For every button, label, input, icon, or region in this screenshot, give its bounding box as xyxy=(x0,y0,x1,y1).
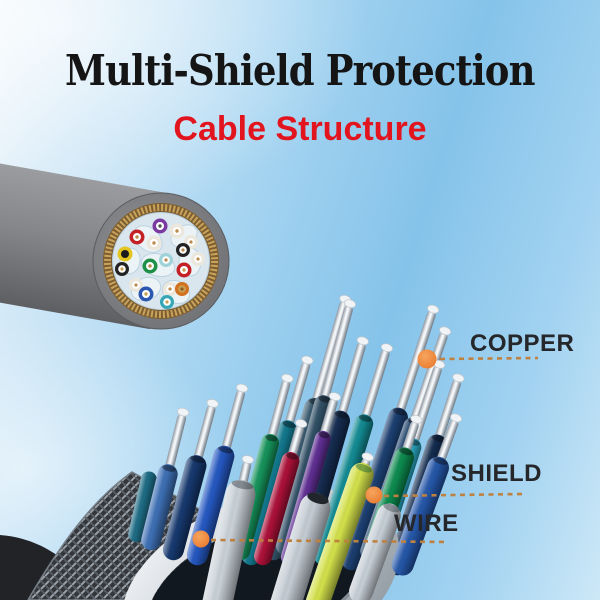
cable-cross-section-illustration xyxy=(0,140,230,330)
callout-dots xyxy=(192,349,437,548)
shield-label: SHIELD xyxy=(451,460,543,487)
shield-dot-icon xyxy=(365,486,383,504)
page-title-text: Multi-Shield Protection xyxy=(65,46,535,95)
wires-front-row xyxy=(202,413,463,600)
shield-leader-line xyxy=(383,492,525,498)
copper-dot-icon xyxy=(417,349,437,369)
page-subtitle: Cable Structure xyxy=(173,110,427,148)
wire-dot-icon xyxy=(192,530,210,548)
cross-section-wires xyxy=(115,218,205,309)
page-title: Multi-Shield Protection xyxy=(0,50,600,92)
copper-leader-line xyxy=(439,356,539,361)
exploded-cable-illustration xyxy=(0,294,465,600)
copper-label: COPPER xyxy=(470,330,575,357)
wire-leader-line xyxy=(210,538,448,544)
wire-label: WIRE xyxy=(394,510,459,537)
callout-leader-lines xyxy=(210,356,539,544)
